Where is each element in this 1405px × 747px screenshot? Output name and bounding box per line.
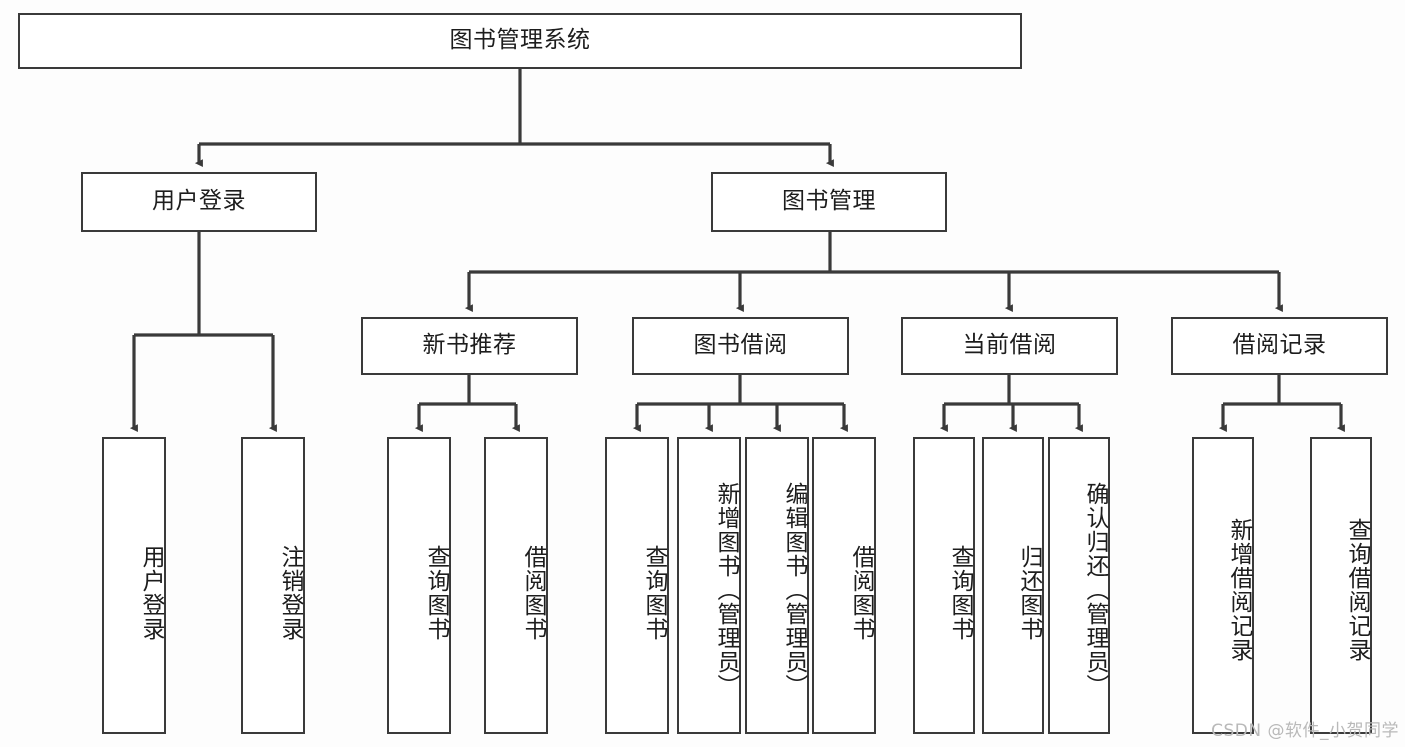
node-leaf-add-borrow-record[interactable]: 新增借阅记录	[1192, 437, 1254, 734]
node-leaf-confirm-return-admin[interactable]: 确认归还（管理员）	[1048, 437, 1110, 734]
node-leaf-user-logout[interactable]: 注销登录	[241, 437, 305, 734]
node-borrow-record[interactable]: 借阅记录	[1171, 317, 1388, 375]
csdn-watermark: CSDN @软件_小贺同学	[1211, 721, 1399, 741]
node-leaf-query-book-1[interactable]: 查询图书	[387, 437, 451, 734]
node-root[interactable]: 图书管理系统	[18, 13, 1022, 69]
node-current-borrow[interactable]: 当前借阅	[901, 317, 1118, 375]
node-new-book-recommend[interactable]: 新书推荐	[361, 317, 578, 375]
node-leaf-query-borrow-record[interactable]: 查询借阅记录	[1310, 437, 1372, 734]
node-leaf-add-book-admin[interactable]: 新增图书（管理员）	[677, 437, 741, 734]
node-leaf-return-book[interactable]: 归还图书	[982, 437, 1044, 734]
node-leaf-borrow-book-1[interactable]: 借阅图书	[484, 437, 548, 734]
node-book-borrow[interactable]: 图书借阅	[632, 317, 849, 375]
node-leaf-edit-book-admin[interactable]: 编辑图书（管理员）	[745, 437, 809, 734]
node-user-login[interactable]: 用户登录	[81, 172, 317, 232]
node-leaf-query-book-2[interactable]: 查询图书	[605, 437, 669, 734]
node-leaf-query-book-3[interactable]: 查询图书	[913, 437, 975, 734]
node-book-manage[interactable]: 图书管理	[711, 172, 947, 232]
node-leaf-user-login[interactable]: 用户登录	[102, 437, 166, 734]
node-leaf-borrow-book-2[interactable]: 借阅图书	[812, 437, 876, 734]
